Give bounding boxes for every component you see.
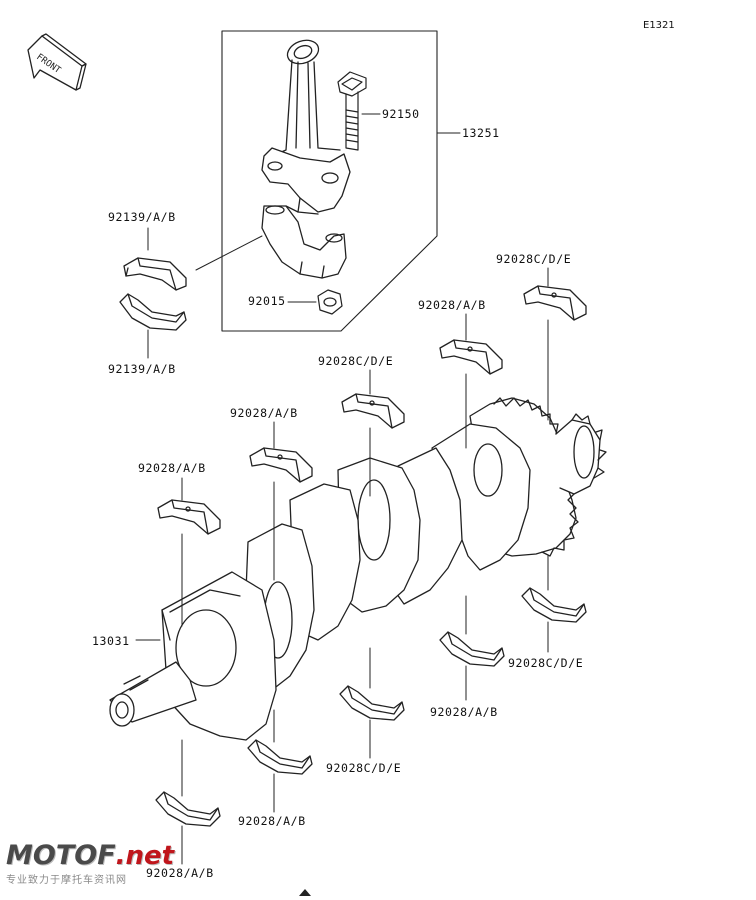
watermark-tld: .net [115,841,175,871]
label-main-bearing-6: 92028C/D/E [508,656,584,670]
main-bearing-shell-3 [341,393,405,429]
label-main-bearing-3: 92028C/D/E [318,354,394,368]
main-bearing-shell-4 [249,447,313,483]
crankshaft [109,397,607,741]
watermark-tagline: 专业致力于摩托车资讯网 [6,875,127,886]
label-rod-bearing-upper: 92139/A/B [108,210,176,224]
label-main-bearing-2: 92028/A/B [418,298,486,312]
main-bearing-shell-10 [155,791,221,827]
label-bolt: 92150 [382,107,420,121]
leader-lines-conrod [147,113,461,359]
leader-lines-crank [135,267,549,865]
label-main-bearing-8: 92028C/D/E [326,761,402,775]
label-rod-bearing-lower: 92139/A/B [108,362,176,376]
conrod-nut [317,289,343,315]
watermark-brand: MOTOF [6,840,116,871]
scroll-up-arrow-icon [299,889,311,896]
rod-bearing-upper [123,257,187,291]
main-bearing-shell-8 [339,685,405,721]
watermark-logo: MOTOF.net [6,842,174,870]
main-bearing-shell-2 [439,339,503,375]
label-nut: 92015 [248,294,286,308]
watermark: MOTOF.net 专业致力于摩托车资讯网 [6,842,174,886]
main-bearing-shell-7 [439,631,505,667]
label-main-bearing-9: 92028/A/B [238,814,306,828]
main-bearing-shell-1 [523,285,587,321]
main-bearing-shell-5 [157,499,221,535]
label-conrod-assy: 13251 [462,126,500,140]
conrod-cap [261,205,347,279]
label-main-bearing-4: 92028/A/B [230,406,298,420]
diagram-id: E1321 [643,20,675,31]
connecting-rod [261,39,351,215]
label-crankshaft: 13031 [92,634,130,648]
main-bearing-shell-6 [521,587,587,623]
main-bearing-shell-9 [247,739,313,775]
label-main-bearing-5: 92028/A/B [138,461,206,475]
label-main-bearing-10: 92028/A/B [146,866,214,880]
conrod-bolt [337,71,367,151]
front-arrow-icon: FRONT [27,33,87,91]
conrod-assy-frame [221,30,438,332]
label-main-bearing-7: 92028/A/B [430,705,498,719]
rod-bearing-lower [119,293,187,331]
label-main-bearing-1: 92028C/D/E [496,252,572,266]
